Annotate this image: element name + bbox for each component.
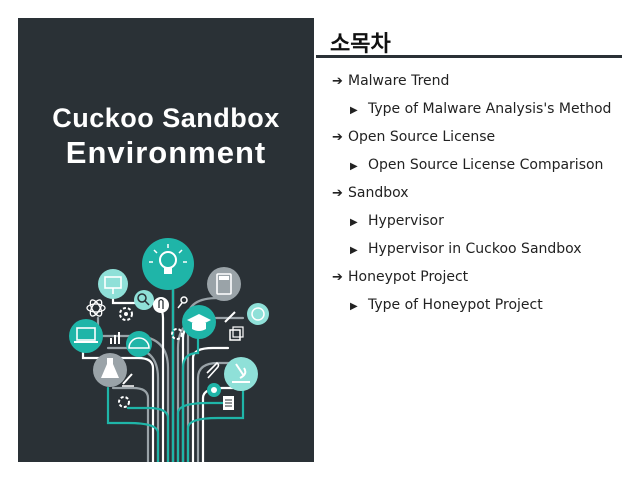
pencil-icon <box>224 311 236 323</box>
cover-title: Cuckoo Sandbox Environment <box>18 102 314 172</box>
cover-title-line2: Environment <box>65 135 267 170</box>
triangle-bullet-icon: ▶ <box>350 301 358 312</box>
toc-item: ➔ Sandbox <box>332 182 611 210</box>
toc-subitem: ▶ Open Source License Comparison <box>332 154 611 182</box>
document-icon <box>223 396 234 410</box>
cover-title-line1: Cuckoo Sandbox <box>52 103 280 133</box>
lightbulb-icon <box>142 238 194 290</box>
toc-subitem: ▶ Hypervisor in Cuckoo Sandbox <box>332 238 611 266</box>
protractor-icon <box>126 331 152 357</box>
presentation-board-icon <box>98 269 128 299</box>
gear-icon <box>207 383 221 397</box>
toc-item-text: Hypervisor <box>368 213 444 229</box>
arrow-icon: ➔ <box>332 186 343 201</box>
laptop-icon <box>69 319 103 353</box>
magnifier-icon <box>134 290 154 310</box>
arrow-icon: ➔ <box>332 74 343 89</box>
toc-item-text: Type of Malware Analysis's Method <box>368 101 612 117</box>
toc-item-text: Honeypot Project <box>348 269 469 285</box>
toc-heading: 소목차 <box>330 32 391 57</box>
pen-icon <box>122 373 134 387</box>
toc-item: ➔ Open Source License <box>332 126 611 154</box>
arrow-icon: ➔ <box>332 130 343 145</box>
toc-subitem: ▶ Type of Honeypot Project <box>332 294 611 322</box>
bar-chart-icon <box>110 332 120 344</box>
table-of-contents: ➔ Malware Trend ▶ Type of Malware Analysis… <box>332 70 611 322</box>
triangle-bullet-icon: ▶ <box>350 105 358 116</box>
toc-item-text: Hypervisor in Cuckoo Sandbox <box>368 241 582 257</box>
toc-item-text: Open Source License Comparison <box>368 157 604 173</box>
toc-item: ➔ Malware Trend <box>332 70 611 98</box>
triangle-bullet-icon: ▶ <box>350 245 358 256</box>
magnifier-icon <box>177 296 188 309</box>
toc-subitem: ▶ Hypervisor <box>332 210 611 238</box>
atom-icon <box>86 299 106 317</box>
toc-item-text: Open Source License <box>348 129 496 145</box>
paperclip-icon <box>153 297 169 313</box>
toc-item: ➔ Honeypot Project <box>332 266 611 294</box>
paperclip-icon <box>206 361 220 379</box>
triangle-bullet-icon: ▶ <box>350 161 358 172</box>
toc-item-text: Type of Honeypot Project <box>368 297 543 313</box>
gear-icon <box>119 307 133 321</box>
cube-icon <box>229 326 244 341</box>
flask-icon <box>93 353 127 387</box>
calculator-icon <box>207 267 241 301</box>
gear-icon <box>171 328 183 340</box>
heading-divider <box>316 55 622 58</box>
arrow-icon: ➔ <box>332 270 343 285</box>
gear-icon <box>118 396 130 408</box>
triangle-bullet-icon: ▶ <box>350 217 358 228</box>
toc-subitem: ▶ Type of Malware Analysis's Method <box>332 98 611 126</box>
graduation-cap-icon <box>182 305 216 339</box>
toc-item-text: Sandbox <box>348 185 409 201</box>
tech-tree-illustration <box>69 238 269 462</box>
toc-item-text: Malware Trend <box>348 73 450 89</box>
cover-panel: Cuckoo Sandbox Environment <box>18 18 314 462</box>
microscope-icon <box>224 357 258 391</box>
globe-icon <box>247 303 269 325</box>
